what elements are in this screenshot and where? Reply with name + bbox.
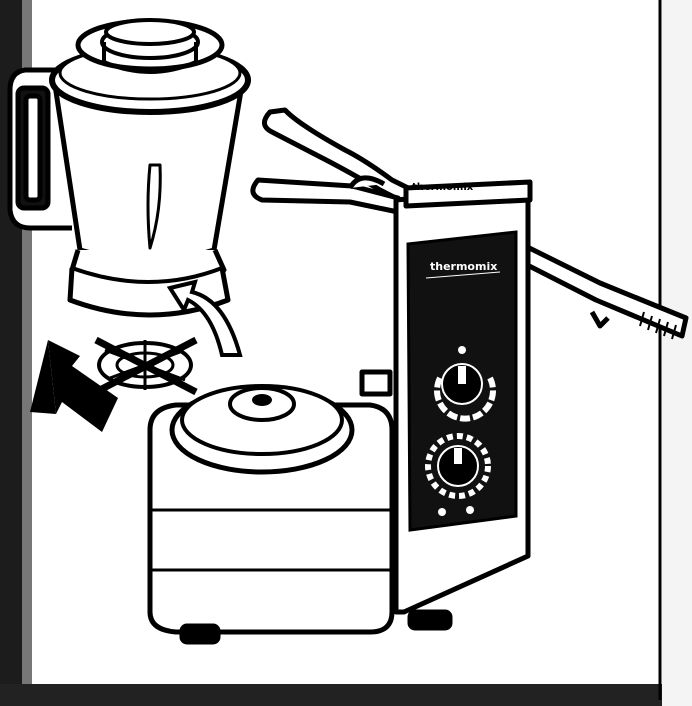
- temperature-dial: [425, 433, 491, 499]
- blender-jug: [7, 18, 251, 318]
- speed-dial: [434, 363, 496, 422]
- direction-arrow: [30, 340, 118, 432]
- panel-brand-label: thermomix: [430, 260, 497, 273]
- rotate-arrow: [166, 279, 243, 357]
- handle-brand-label: thermomix: [412, 182, 474, 193]
- blade-crossed-out: [94, 336, 198, 396]
- control-panel: thermomix: [406, 230, 518, 532]
